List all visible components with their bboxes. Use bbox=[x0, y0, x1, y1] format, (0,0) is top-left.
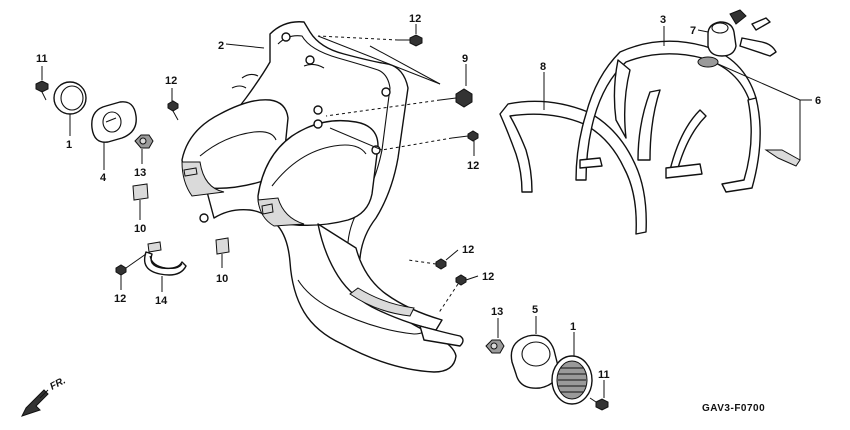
screw-12-d bbox=[407, 249, 459, 270]
callout-6: 6 bbox=[815, 95, 821, 107]
callout-7: 7 bbox=[690, 25, 696, 37]
callout-12-d: 12 bbox=[462, 244, 474, 256]
callout-13-left: 13 bbox=[134, 167, 146, 179]
bolt-9 bbox=[325, 64, 473, 117]
frame-3 bbox=[575, 26, 801, 193]
inner-cover-2 bbox=[181, 21, 464, 373]
nut-13-left bbox=[134, 134, 154, 164]
callout-2: 2 bbox=[218, 40, 224, 52]
screw-12-e bbox=[437, 274, 479, 315]
drawing-code: GAV3-F0700 bbox=[702, 403, 765, 414]
callout-13-bottom: 13 bbox=[491, 306, 503, 318]
callout-12-a: 12 bbox=[165, 75, 177, 87]
callout-12-c: 12 bbox=[114, 293, 126, 305]
front-direction-label: FR. bbox=[48, 375, 67, 392]
holder-14 bbox=[143, 241, 187, 292]
housing-4 bbox=[91, 101, 137, 170]
screw-12-b bbox=[329, 127, 479, 156]
callout-11-top: 11 bbox=[36, 53, 48, 65]
callout-9: 9 bbox=[462, 53, 468, 65]
callout-5: 5 bbox=[532, 304, 538, 316]
housing-5 bbox=[510, 316, 559, 389]
clip-10-a bbox=[132, 183, 149, 220]
nut-13-bottom bbox=[485, 318, 505, 354]
callout-1-left: 1 bbox=[66, 139, 72, 151]
clip-10-b bbox=[215, 237, 230, 268]
screw-12-a bbox=[167, 88, 179, 121]
front-direction-arrow: FR. bbox=[21, 375, 68, 417]
callout-4: 4 bbox=[100, 172, 107, 184]
callout-11-bottom: 11 bbox=[598, 369, 610, 381]
callout-14: 14 bbox=[155, 295, 168, 307]
screw-11-bottom bbox=[589, 380, 609, 411]
callout-10-b: 10 bbox=[216, 273, 228, 285]
cap-1-left bbox=[53, 81, 87, 136]
screw-12-top bbox=[317, 24, 441, 85]
callout-1-bottom: 1 bbox=[570, 321, 576, 333]
key-cylinder-7 bbox=[697, 9, 777, 57]
cap-1-bottom bbox=[551, 332, 593, 405]
screw-11-top bbox=[35, 66, 49, 101]
callout-8: 8 bbox=[540, 61, 546, 73]
callout-10-a: 10 bbox=[134, 223, 146, 235]
callout-12-e: 12 bbox=[482, 271, 494, 283]
seal-6 bbox=[697, 56, 812, 160]
screw-12-c bbox=[115, 253, 147, 290]
callout-12-b: 12 bbox=[467, 160, 479, 172]
callout-12-top: 12 bbox=[409, 13, 421, 25]
callout-3: 3 bbox=[660, 14, 666, 26]
